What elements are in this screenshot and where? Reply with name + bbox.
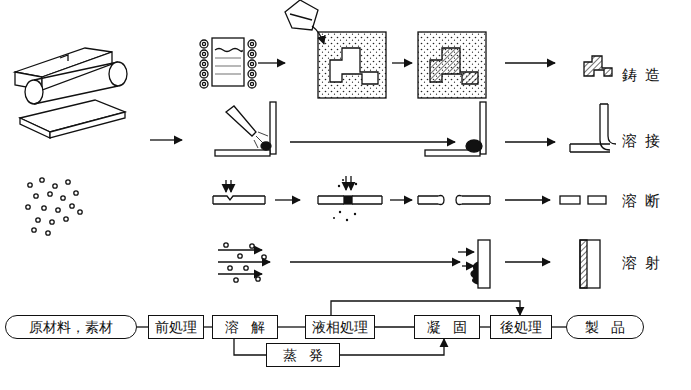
- process-box: 蒸発: [266, 343, 340, 367]
- node-text: 溶解: [225, 320, 278, 334]
- process-box: 凝固: [414, 315, 480, 339]
- flow-line: [234, 339, 266, 355]
- process-box: 後処理: [490, 315, 552, 339]
- flow-line: [137, 326, 148, 327]
- terminal-box: 製品: [566, 315, 644, 339]
- node-text: 前処理: [155, 320, 197, 334]
- node-text: 製品: [585, 320, 638, 334]
- terminal-box: 原材料，素材: [5, 315, 137, 339]
- flow-line: [204, 326, 212, 327]
- process-label: 溶断: [622, 192, 669, 211]
- flow-line: [340, 339, 444, 355]
- process-box: 前処理: [148, 315, 204, 339]
- process-label: 鋳造: [622, 66, 669, 85]
- node-text: 液相処理: [312, 320, 368, 334]
- process-label: 溶接: [622, 132, 669, 151]
- flow-line: [480, 326, 490, 327]
- flow-line: [375, 326, 414, 327]
- node-text: 凝固: [427, 320, 480, 334]
- flow-line: [552, 326, 566, 327]
- process-label: 溶射: [622, 254, 669, 273]
- node-text: 蒸発: [283, 348, 336, 362]
- flow-line: [278, 326, 305, 327]
- process-box: 溶解: [212, 315, 278, 339]
- flow-line: [331, 301, 520, 315]
- node-text: 後処理: [500, 320, 542, 334]
- node-text: 原材料，素材: [29, 320, 113, 334]
- process-box: 液相処理: [305, 315, 375, 339]
